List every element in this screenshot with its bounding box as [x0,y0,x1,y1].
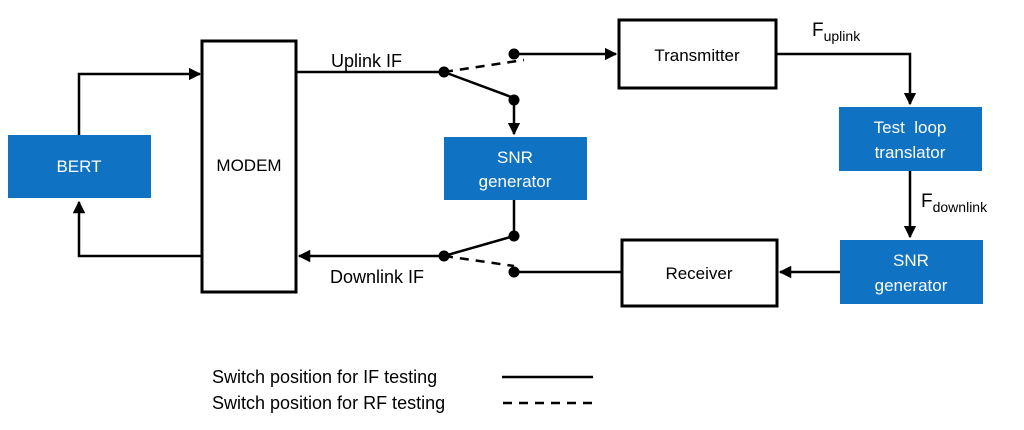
bert-block: BERT [8,135,151,198]
downlink-switch-rf-position [443,254,515,268]
test-loop-translator-line2: translator [875,143,946,162]
downlink-switch-if-position [443,234,515,258]
transmitter-to-translator-arrow [776,52,917,106]
uplink-switch-if-position [443,70,515,100]
snr-generator-left-block: SNR generator [444,137,587,200]
receiver-label: Receiver [665,264,732,283]
f-downlink-label: Fdownlink [921,191,988,215]
uplink-if-label: Uplink IF [331,51,402,71]
legend-rf-testing-label: Switch position for RF testing [212,393,445,413]
snr-generator-right-block: SNR generator [840,240,983,304]
modem-block: MODEM [200,39,298,294]
snr-generator-right-line1: SNR [893,251,929,270]
snr-generator-right-line2: generator [875,276,948,295]
legend: Switch position for IF testing Switch po… [212,367,593,413]
transmitter-block: Transmitter [617,18,778,90]
downlink-if-label: Downlink IF [330,267,424,287]
modem-to-bert-arrow [72,200,202,258]
receiver-block: Receiver [620,238,779,308]
bert-to-modem-arrow [77,67,202,135]
downlink-rf-contact [508,266,520,278]
modem-label: MODEM [216,156,281,175]
transmitter-label: Transmitter [654,46,740,65]
bert-label: BERT [56,157,101,176]
legend-if-testing-label: Switch position for IF testing [212,367,437,387]
test-loop-translator-block: Test loop translator [839,107,982,171]
f-uplink-label: Fuplink [812,20,861,44]
test-loop-translator-line1: Test loop [874,118,947,137]
uplink-switch-rf-position [443,58,525,74]
snr-generator-left-line1: SNR [497,148,533,167]
snr-generator-left-line2: generator [479,172,552,191]
